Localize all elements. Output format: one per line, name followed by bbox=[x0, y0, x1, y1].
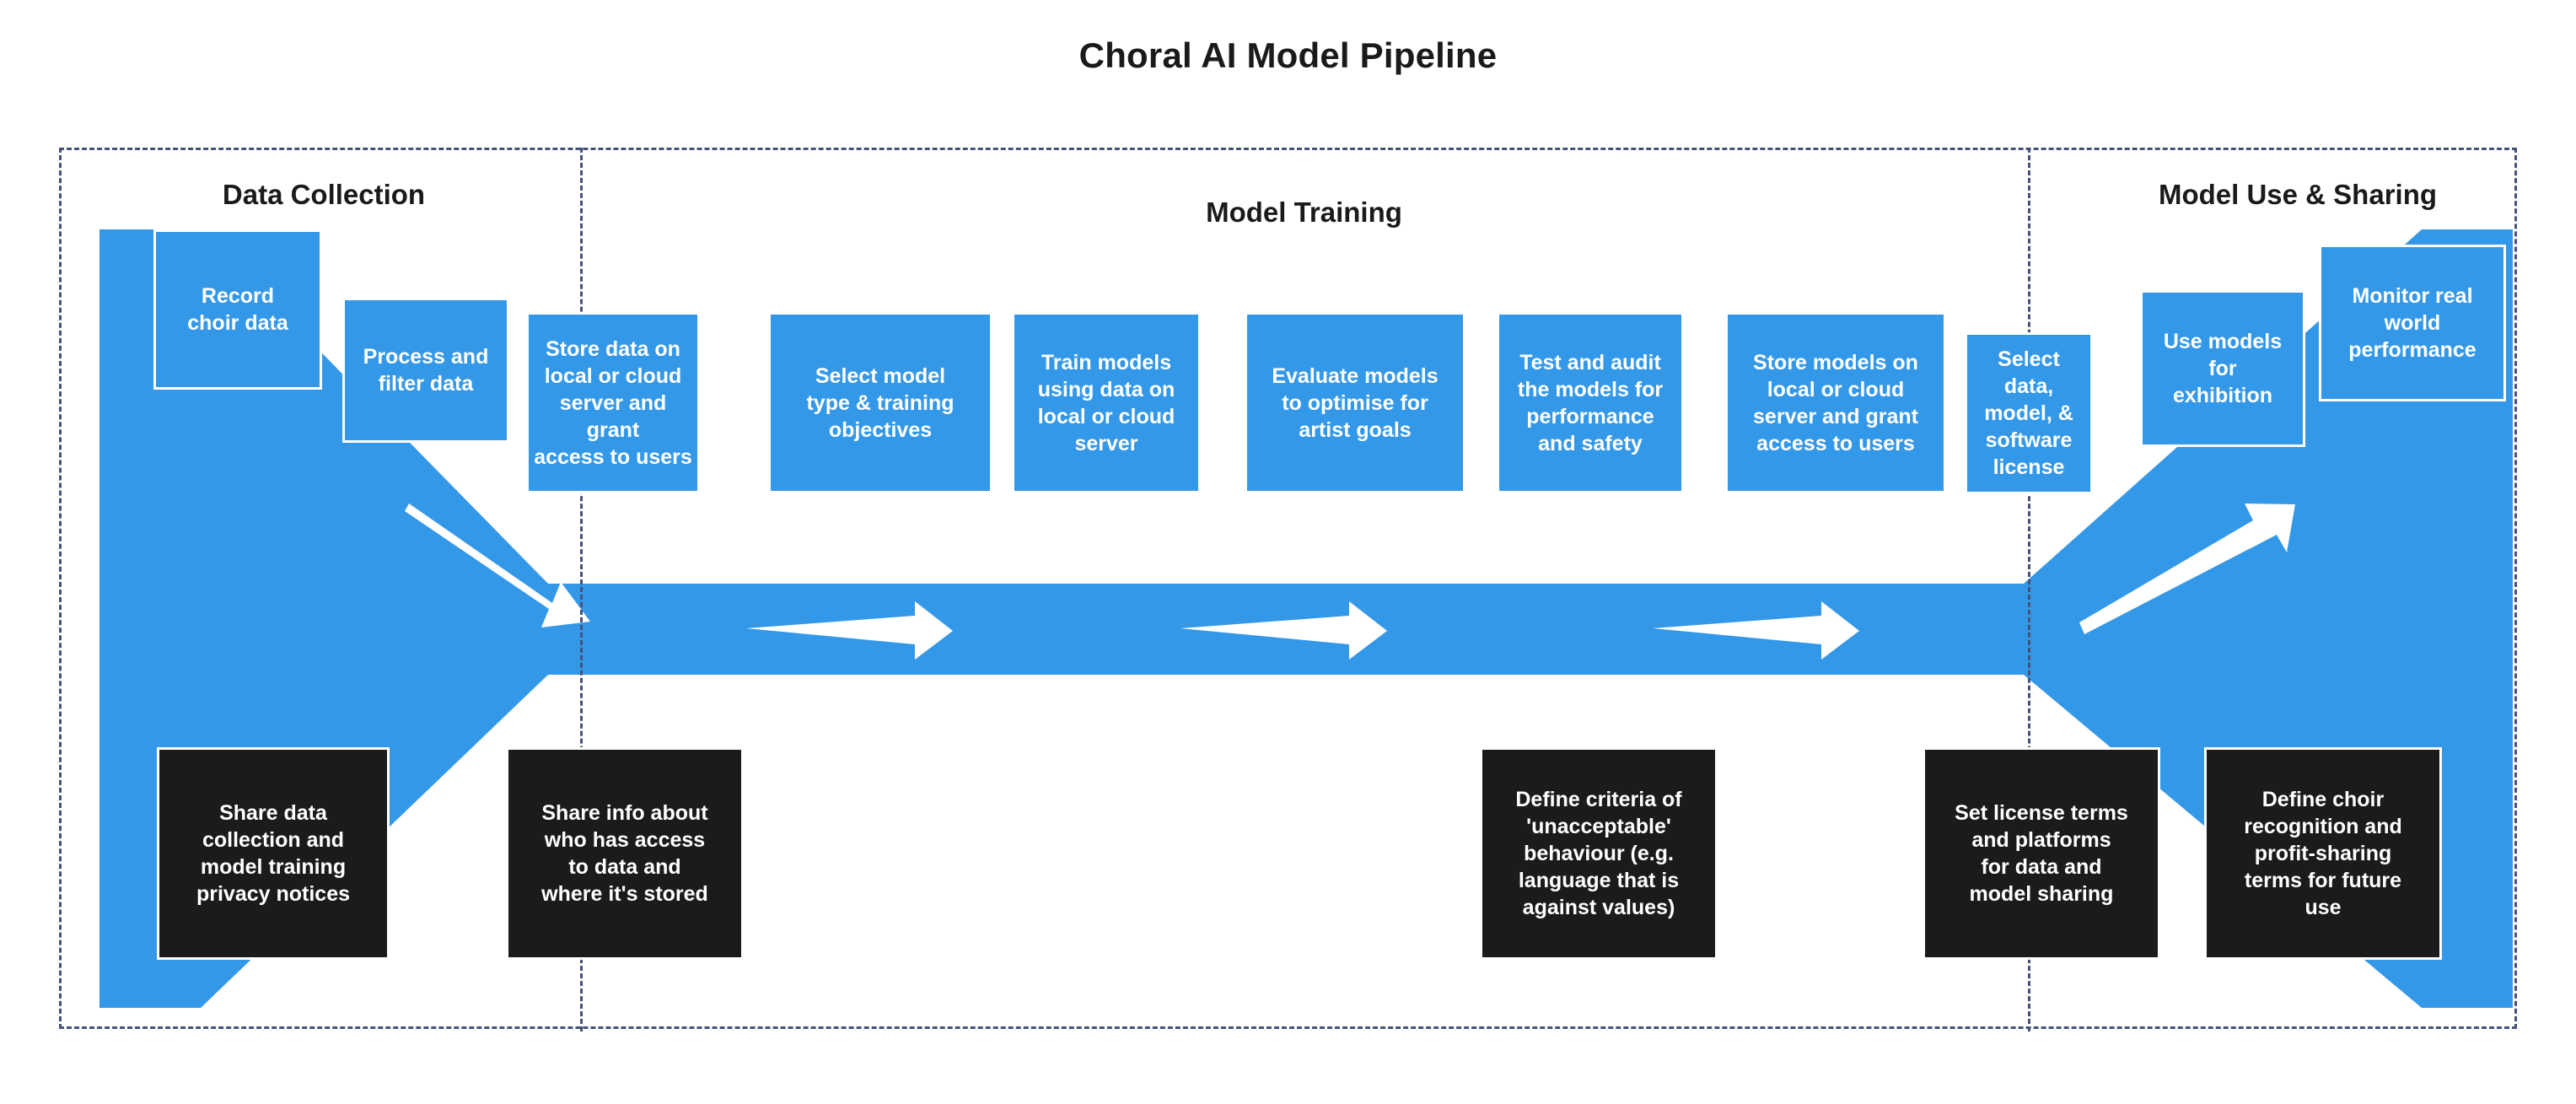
section-title-model-training: Model Training bbox=[1206, 197, 1402, 228]
step-select-model-type[interactable]: Select model type & training objectives bbox=[768, 312, 992, 493]
practice-define-unacceptable[interactable]: Define criteria of 'unacceptable' behavi… bbox=[1480, 747, 1718, 960]
practice-share-access-info[interactable]: Share info about who has access to data … bbox=[506, 747, 744, 960]
section-title-model-use-sharing: Model Use & Sharing bbox=[2158, 179, 2438, 210]
step-train-models[interactable]: Train models using data on local or clou… bbox=[1012, 312, 1201, 493]
step-select-license[interactable]: Select data, model, & software license bbox=[1965, 332, 2093, 494]
flow-band-shape bbox=[99, 229, 2513, 1008]
section-divider-1 bbox=[580, 148, 583, 1031]
practice-define-recognition[interactable]: Define choir recognition and profit-shar… bbox=[2204, 747, 2442, 960]
practice-share-privacy-notices[interactable]: Share data collection and model training… bbox=[157, 747, 390, 960]
arrow-intake-icon bbox=[405, 504, 590, 627]
arrow-mid-3-icon bbox=[1653, 601, 1859, 660]
page-title: Choral AI Model Pipeline bbox=[1078, 35, 1498, 75]
step-store-data[interactable]: Store data on local or cloud server and … bbox=[526, 312, 700, 493]
arrow-mid-1-icon bbox=[746, 601, 953, 660]
arrow-mid-2-icon bbox=[1180, 601, 1387, 660]
section-divider-2 bbox=[2028, 148, 2030, 1031]
step-use-models-exhibition[interactable]: Use models for exhibition bbox=[2140, 290, 2305, 447]
step-process-filter-data[interactable]: Process and filter data bbox=[342, 298, 509, 443]
step-record-choir-data[interactable]: Record choir data bbox=[153, 229, 322, 390]
step-store-models[interactable]: Store models on local or cloud server an… bbox=[1725, 312, 1946, 493]
step-monitor-performance[interactable]: Monitor real world performance bbox=[2319, 245, 2506, 401]
practice-set-license-terms[interactable]: Set license terms and platforms for data… bbox=[1923, 747, 2160, 960]
step-test-audit-models[interactable]: Test and audit the models for performanc… bbox=[1497, 312, 1684, 493]
arrow-outflow-icon bbox=[2079, 504, 2295, 634]
step-evaluate-models[interactable]: Evaluate models to optimise for artist g… bbox=[1245, 312, 1465, 493]
section-title-data-collection: Data Collection bbox=[222, 179, 426, 210]
pipeline-frame bbox=[59, 148, 2517, 1029]
